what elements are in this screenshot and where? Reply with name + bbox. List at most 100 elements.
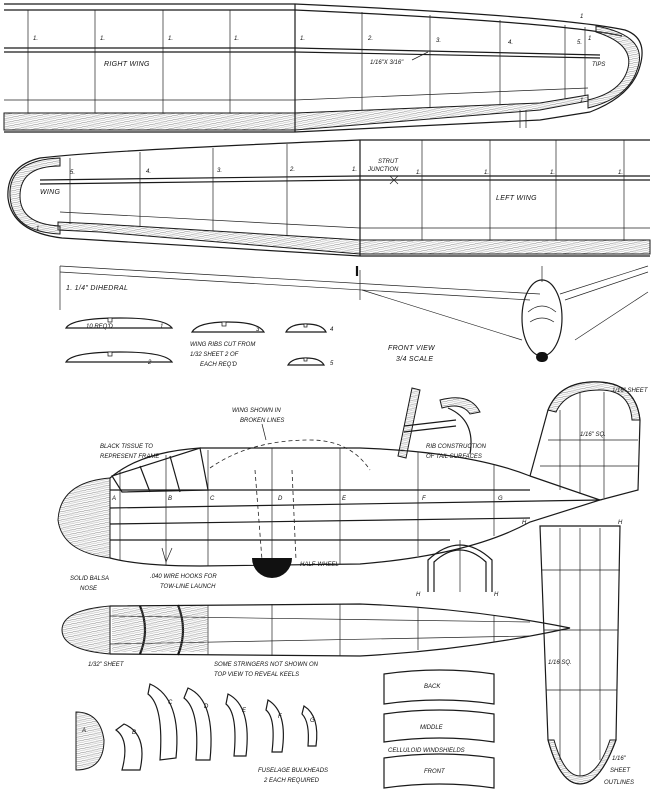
stringer-note: SOME STRINGERS NOT SHOWN ON [214,662,319,668]
left-wing-ribs [69,140,625,256]
dihedral-note: 1. 1/4" DIHEDRAL [66,285,128,292]
bulkheads: A B C D E F G FUSELAGE BULKHEADS 2 EACH … [75,683,328,784]
left-wing-rib-number: 1. [484,170,489,176]
tip-mark: 1 [580,14,583,20]
h-mark: H [618,520,623,526]
rib-construction-note-2: OF TAIL SURFACES [426,454,482,460]
stab-sheet-note-3: OUTLINES [604,780,634,786]
half-wheel-label: HALF-WHEEL [300,562,339,568]
bulkhead-letter: A [81,728,86,734]
fuselage-side-view: A B C D E F G WING SHOWN IN BROKEN LINES… [57,408,602,592]
bulkhead-letter: D [204,704,209,710]
wire-hook-note-2: TOW-LINE LAUNCH [160,584,216,590]
stab-sq-note: 1/16 SQ. [548,660,572,666]
windshields-note: CELLULOID WINDSHIELDS [388,748,465,754]
rib-number: 1 [160,324,163,330]
front-view-scale: 3/4 SCALE [396,356,433,363]
left-wing-rib-number: 1. [618,170,623,176]
windshield-back: BACK [424,684,441,690]
bulkhead-letter: F [278,714,282,720]
strut-junction-label: STRUT [378,159,399,165]
balsa-nose-note-2: NOSE [80,586,98,592]
station-letter: A [111,496,116,502]
stringer-note-2: TOP VIEW TO REVEAL KEELS [214,672,299,678]
right-wing-rib-number: 1. [234,36,239,42]
tail-sq-note: 1/16" SQ. [580,432,606,438]
black-tissue-note: BLACK TISSUE TO [100,444,153,450]
wire-hook-note: .040 WIRE HOOKS FOR [150,574,217,580]
bulkhead-letter: G [310,718,315,724]
left-wing-rib-number: 1. [352,167,357,173]
h-mark: H [416,592,421,598]
top-sheet-note: 1/32" SHEET [88,662,125,668]
station-letter: B [168,496,172,502]
right-wing-rib-number: 5. [577,40,582,46]
windshield-front: FRONT [424,769,446,775]
wing-ribs-note-2: 1/32 SHEET 2 OF [190,352,239,358]
rib-number: 4 [330,327,334,333]
right-wing-rib-number: 1. [100,36,105,42]
right-wing-rib-number: 4. [508,40,513,46]
h-mark: H [494,592,499,598]
rib-construction-note: RIB CONSTRUCTION [426,444,487,450]
black-tissue-note-2: REPRESENT FRAME [100,454,160,460]
rib-construction [397,387,481,459]
spar-size-note: 1/16"X 3/16" [370,60,404,66]
wing-broken-lines-note: WING SHOWN IN [232,408,281,414]
balsa-nose-note: SOLID BALSA [70,576,109,582]
left-wing-plan: 5. 4. 3. 2. 1. 1. 1. 1. 1. WING 1 LEFT W… [7,139,651,257]
left-wing-rib-number: 3. [217,168,222,174]
bulkhead-letter: B [132,730,136,736]
rib-number: 2 [147,360,152,366]
right-wing-rib-number: 2. [367,36,373,42]
windshield-middle: MIDDLE [420,725,444,731]
rib-1-qty: 10 REQ'D [86,324,113,330]
bulkhead-letter: C [168,700,173,706]
rib-number: 5 [330,361,334,367]
wing-ribs-note-3: EACH REQ'D [200,362,237,368]
tip-mark: 1 [588,36,591,42]
bulkheads-note: FUSELAGE BULKHEADS [258,768,328,774]
right-wing-rib-number: 3. [436,38,441,44]
tip-mark: 1 [580,98,583,104]
front-view-title: FRONT VIEW [388,345,436,352]
left-wing-rib-number: 2. [289,167,295,173]
bulkheads-note-2: 2 EACH REQUIRED [263,778,320,784]
wing-ribs-note-1: WING RIBS CUT FROM [190,342,255,348]
stabilizer-plan: H H 1/16 SQ. 1/16" SHEET OUTLINES [522,520,634,786]
wing-broken-lines-note-2: BROKEN LINES [240,418,284,424]
station-letter: C [210,496,215,502]
wing-ribs-detail: 10 REQ'D 1 2 3 4 5 WING RIBS CUT FROM 1/… [64,317,334,368]
left-wing-rib-number: 1. [416,170,421,176]
tail-sheet-note: 1/16" SHEET [612,388,649,394]
fuselage-stations [119,448,495,566]
stab-sheet-note: 1/16" [612,756,627,762]
station-letter: E [342,496,347,502]
left-wing-rib-number: 1. [550,170,555,176]
left-wing-title: LEFT WING [496,195,537,202]
right-wing-title: RIGHT WING [104,61,150,68]
tail-fin: 1/16" SHEET 1/16" SQ. RIB CONSTRUCTION O… [397,381,649,501]
wing-tip-label: WING [40,189,61,196]
fuselage-top-view: 1/32" SHEET SOME STRINGERS NOT SHOWN ON … [61,603,571,678]
station-letter: G [498,496,503,502]
bulkhead-letter: E [242,708,247,714]
right-wing-rib-number: 1. [300,36,305,42]
stab-sheet-note-2: SHEET [610,768,631,774]
right-wing-ribs [27,4,586,132]
h-mark: H [522,520,527,526]
strut-junction-label-2: JUNCTION [367,167,399,173]
tail-h-detail: H H [416,540,499,598]
left-wing-rib-number: 4. [146,169,151,175]
tips-label: TIPS [592,62,605,68]
station-letter: F [422,496,426,502]
station-letter: D [278,496,283,502]
rib-number: 3 [256,327,260,333]
left-wing-tip-mark: 1 [36,226,39,232]
left-wing-rib-number: 5. [70,170,75,176]
front-view: 1. 1/4" DIHEDRAL FRONT VIEW 3/4 SCALE [59,265,649,363]
station-letters: A B C D E F G [111,496,503,502]
right-wing-rib-number: 1. [33,36,38,42]
